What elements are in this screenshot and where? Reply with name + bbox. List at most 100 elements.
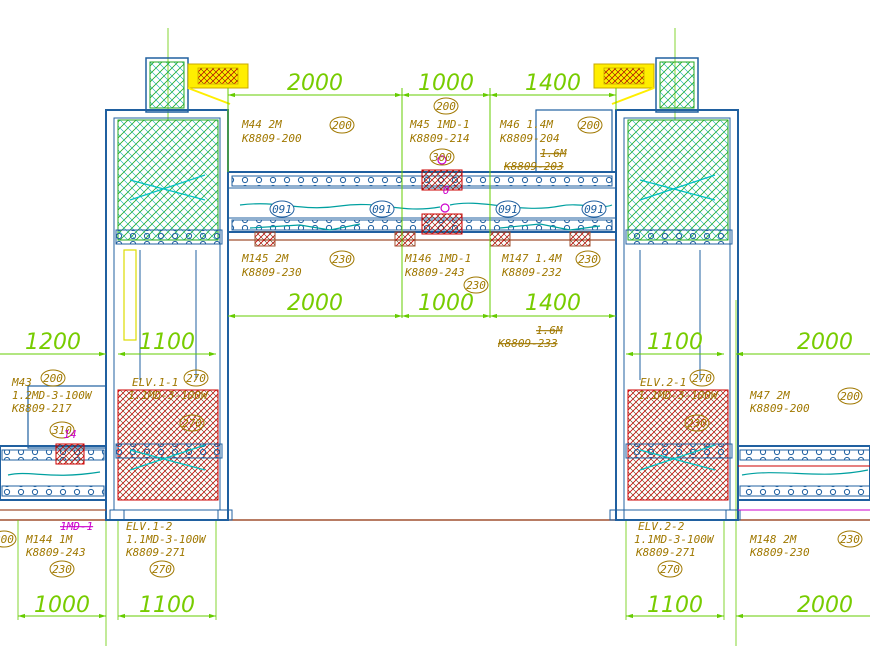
bubble-b10: 200 — [837, 387, 863, 405]
svg-text:200: 200 — [332, 119, 352, 132]
label-elv2-lower-1: ELV.2-2 — [638, 520, 685, 533]
bridge-drive-units — [254, 155, 591, 247]
bubble-b23: 091 — [581, 200, 607, 218]
label-m46-strike-2: K8809-203 — [503, 160, 564, 173]
bubble-b1: 200 — [329, 116, 355, 134]
dim-right-upper: 2000 — [797, 330, 853, 355]
bubble-b3: 200 — [577, 116, 603, 134]
svg-text:270: 270 — [152, 563, 172, 576]
motor-2 — [593, 63, 655, 105]
label-m144-1: M144 1M — [25, 533, 73, 546]
bubble-b25: 14 — [63, 428, 76, 441]
bubble-b6: 230 — [329, 250, 355, 268]
right-lower-conveyor — [737, 445, 870, 511]
svg-text:091: 091 — [498, 203, 518, 216]
label-m144-strike: 1MD-1 — [60, 520, 93, 533]
dim-mid-2: 1000 — [418, 291, 474, 316]
label-m147-1: M147 1.4M — [501, 252, 562, 265]
label-elv1-upper-2: 1.1MD-3-100W — [128, 389, 209, 402]
svg-text:230: 230 — [466, 279, 486, 292]
label-m146-2: K8809-243 — [404, 266, 465, 279]
label-m146-1: M146 1MD-1 — [404, 252, 471, 265]
dim-bottom-left: 1000 — [34, 593, 90, 618]
label-elv2-upper-1: ELV.2-1 — [640, 376, 686, 389]
label-mid-strike-2: K8809-233 — [497, 337, 558, 350]
svg-text:230: 230 — [332, 253, 352, 266]
label-elv2-upper-2: 1.1MD-3-100W — [638, 389, 719, 402]
dim-bottom-right: 2000 — [797, 593, 853, 618]
bubble-b18: 270 — [179, 414, 205, 432]
bubble-b13: 270 — [689, 369, 715, 387]
svg-text:270: 270 — [660, 563, 680, 576]
svg-text:300: 300 — [431, 151, 452, 164]
svg-text:091: 091 — [584, 203, 604, 216]
bubble-b2: 200 — [433, 97, 459, 115]
svg-text:200: 200 — [0, 533, 14, 546]
label-m45-2: K8809-214 — [409, 132, 470, 145]
label-m44-2: K8809-200 — [241, 132, 302, 145]
label-m147-2: K8809-232 — [501, 266, 562, 279]
svg-text:0: 0 — [443, 184, 450, 197]
svg-text:200: 200 — [840, 390, 860, 403]
elevator-1 — [105, 57, 233, 521]
label-elv2-lower-2: 1.1MD-3-100W — [634, 533, 715, 546]
bubble-b21: 091 — [369, 200, 395, 218]
dimension-lines — [0, 88, 870, 619]
svg-text:200: 200 — [43, 372, 63, 385]
label-m43-1: M43 — [11, 376, 32, 389]
bubble-b19: 230 — [684, 414, 710, 432]
svg-text:230: 230 — [578, 253, 598, 266]
dim-top-1: 2000 — [287, 71, 343, 96]
svg-text:230: 230 — [52, 563, 72, 576]
label-m45-1: M45 1MD-1 — [409, 118, 470, 131]
label-m47-2: K8809-200 — [749, 402, 810, 415]
bubble-b11: 310 — [49, 421, 75, 439]
bubble-b16: 230 — [837, 530, 863, 548]
label-mid-strike-1: 1.6M — [536, 324, 563, 337]
svg-text:310: 310 — [51, 424, 72, 437]
dim-mid-3: 1400 — [525, 291, 581, 316]
bubble-b20: 091 — [269, 200, 295, 218]
bubble-b24: 0 — [443, 184, 450, 197]
label-m144-2: K8809-243 — [25, 546, 86, 559]
svg-text:14: 14 — [63, 428, 76, 441]
label-m43-3: K8809-217 — [11, 402, 72, 415]
dim-elv1-upper: 1100 — [139, 330, 195, 355]
label-m43-2: 1.2MD-3-100W — [12, 389, 93, 402]
dim-top-2: 1000 — [418, 71, 474, 96]
reference-bubbles: 200 200 200 300 200 230 230 230 230 200 … — [0, 97, 863, 578]
label-elv1-lower-3: K8809-271 — [125, 546, 186, 559]
label-m46-1: M46 1.4M — [499, 118, 553, 131]
bubble-b15: 200 — [0, 530, 17, 548]
svg-text:230: 230 — [840, 533, 860, 546]
motor-1 — [187, 63, 249, 105]
bubble-b5: 200 — [40, 369, 66, 387]
svg-text:230: 230 — [687, 417, 707, 430]
label-m46-strike-1: 1.6M — [540, 147, 567, 160]
label-elv1-upper-1: ELV.1-1 — [132, 376, 178, 389]
bubble-b7: 230 — [463, 276, 489, 294]
label-m145-1: M145 2M — [241, 252, 289, 265]
bubble-b9: 230 — [49, 560, 75, 578]
label-elv2-lower-3: K8809-271 — [635, 546, 696, 559]
dim-left-upper: 1200 — [25, 330, 81, 355]
dimension-text: 2000 1000 1400 2000 1000 1400 1200 1100 … — [25, 71, 853, 618]
svg-text:200: 200 — [580, 119, 600, 132]
label-m148-1: M148 2M — [749, 533, 797, 546]
svg-text:270: 270 — [182, 417, 202, 430]
label-elv1-lower-1: ELV.1-2 — [126, 520, 173, 533]
bubble-b12: 270 — [183, 369, 209, 387]
dim-elv1-lower: 1100 — [139, 593, 195, 618]
component-labels: M44 2M K8809-200 M45 1MD-1 K8809-214 M46… — [11, 118, 810, 559]
label-elv1-lower-2: 1.1MD-3-100W — [126, 533, 207, 546]
dim-mid-1: 2000 — [287, 291, 343, 316]
bubble-b22: 091 — [495, 200, 521, 218]
svg-text:091: 091 — [372, 203, 392, 216]
bubble-b14: 270 — [149, 560, 175, 578]
label-m148-2: K8809-230 — [749, 546, 810, 559]
label-m47-1: M47 2M — [749, 389, 790, 402]
svg-text:091: 091 — [272, 203, 292, 216]
dim-elv2-upper: 1100 — [647, 330, 703, 355]
label-m46-2: K8809-204 — [499, 132, 560, 145]
